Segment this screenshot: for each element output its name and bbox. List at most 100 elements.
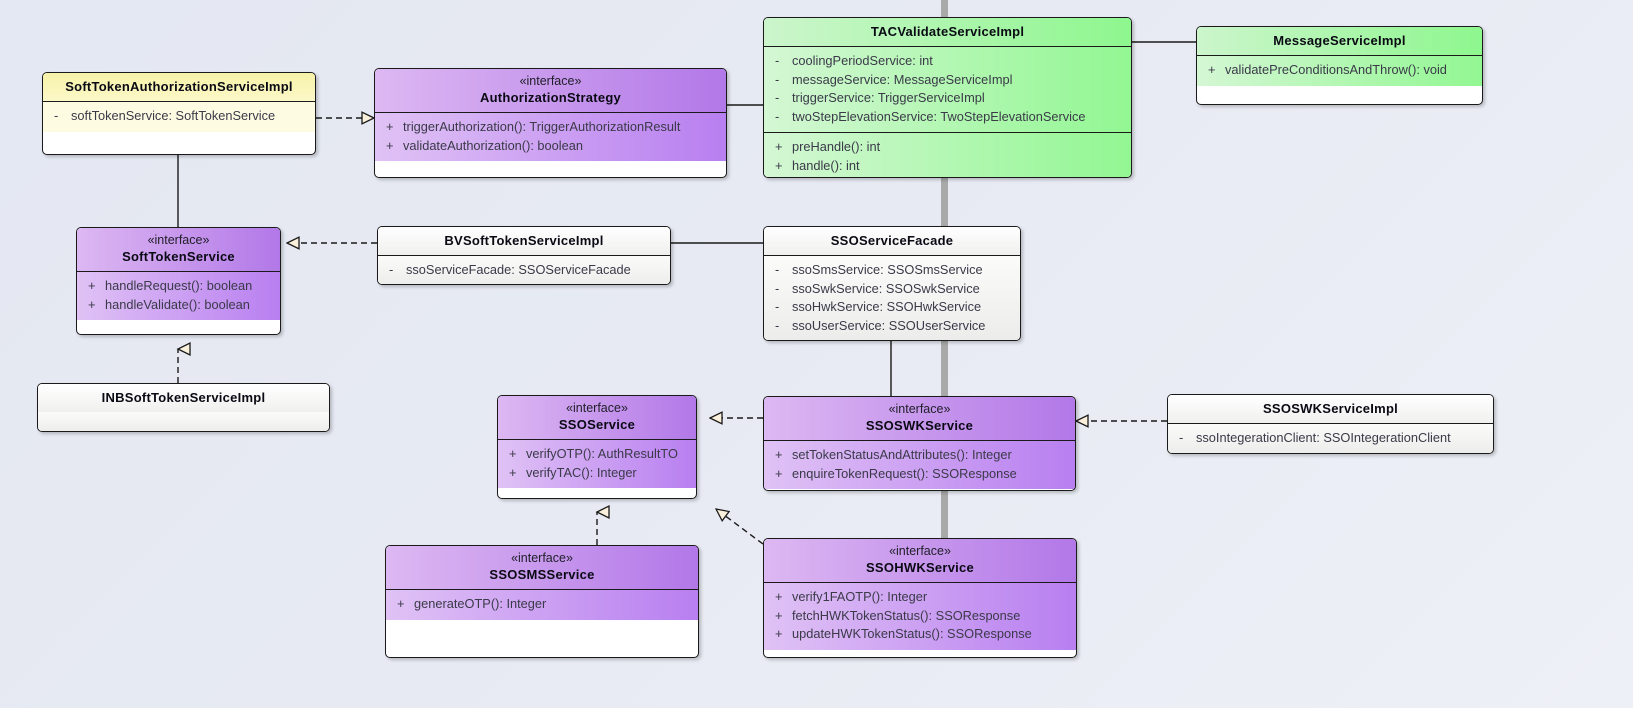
attribute-text: triggerService: TriggerServiceImpl: [792, 90, 985, 106]
visibility-marker: -: [775, 53, 780, 68]
attributes-section: - coolingPeriodService: int - messageSer…: [764, 47, 1131, 133]
operations-section: + verifyOTP(): AuthResultTO + verifyTAC(…: [498, 440, 696, 489]
attribute-row: - ssoSmsService: SSOSmsService: [770, 261, 1014, 280]
operation-text: verifyTAC(): Integer: [526, 464, 637, 480]
class-box-bv-soft-token-service-impl[interactable]: BVSoftTokenServiceImpl - ssoServiceFacad…: [377, 226, 671, 285]
attribute-text: ssoUserService: SSOUserService: [792, 317, 986, 333]
visibility-marker: +: [88, 278, 96, 293]
class-box-sso-swk-service[interactable]: «interface» SSOSWKService + setTokenStat…: [763, 396, 1076, 491]
attribute-text: ssoServiceFacade: SSOServiceFacade: [406, 262, 631, 277]
class-box-tac-validate-service-impl[interactable]: TACValidateServiceImpl - coolingPeriodSe…: [763, 17, 1132, 178]
class-header: «interface» SSOService: [498, 396, 696, 440]
operation-row: + verifyTAC(): Integer: [504, 464, 690, 483]
attribute-text: ssoIntegerationClient: SSOIntegerationCl…: [1196, 430, 1451, 445]
operation-row: + triggerAuthorization(): TriggerAuthori…: [381, 118, 720, 137]
class-box-sso-swk-service-impl[interactable]: SSOSWKServiceImpl - ssoIntegerationClien…: [1167, 394, 1494, 454]
attributes-section: - ssoServiceFacade: SSOServiceFacade: [378, 256, 670, 284]
visibility-marker: -: [54, 108, 59, 123]
class-name: AuthorizationStrategy: [479, 90, 622, 105]
attribute-text: messageService: MessageServiceImpl: [792, 71, 1013, 87]
attributes-section: - softTokenService: SoftTokenService: [43, 102, 315, 132]
visibility-marker: -: [775, 262, 780, 277]
class-name: SSOSWKServiceImpl: [1262, 401, 1399, 416]
operations-section: + validatePreConditionsAndThrow(): void: [1197, 56, 1482, 86]
visibility-marker: +: [397, 596, 405, 611]
attribute-text: ssoSmsService: SSOSmsService: [792, 262, 983, 277]
attribute-text: coolingPeriodService: int: [792, 53, 933, 68]
class-box-sso-service-facade[interactable]: SSOServiceFacade - ssoSmsService: SSOSms…: [763, 226, 1021, 341]
visibility-marker: +: [775, 139, 783, 155]
attribute-text: ssoSwkService: SSOSwkService: [792, 280, 980, 296]
class-header: MessageServiceImpl: [1197, 27, 1482, 56]
attributes-section: [38, 412, 329, 431]
operation-text: updateHWKTokenStatus(): SSOResponse: [792, 626, 1032, 642]
operation-text: validateAuthorization(): boolean: [403, 137, 583, 153]
operation-row: + handleValidate(): boolean: [83, 296, 274, 315]
visibility-marker: -: [775, 108, 780, 124]
class-name: SSOSWKService: [865, 418, 974, 433]
operations-section: + setTokenStatusAndAttributes(): Integer…: [764, 441, 1075, 490]
visibility-marker: -: [775, 90, 780, 106]
class-header: SoftTokenAuthorizationServiceImpl: [43, 73, 315, 102]
attributes-section: - ssoSmsService: SSOSmsService - ssoSwkS…: [764, 256, 1020, 340]
visibility-marker: +: [775, 607, 783, 623]
class-header: «interface» SSOHWKService: [764, 539, 1076, 583]
visibility-marker: -: [775, 71, 780, 87]
visibility-marker: +: [386, 137, 394, 153]
attribute-row: - ssoServiceFacade: SSOServiceFacade: [384, 261, 664, 280]
class-stereotype: «interface»: [888, 402, 951, 416]
class-header: INBSoftTokenServiceImpl: [38, 384, 329, 412]
class-name: TACValidateServiceImpl: [870, 24, 1025, 39]
operation-text: handle(): int: [792, 157, 860, 173]
operations-section: + handleRequest(): boolean + handleValid…: [77, 272, 280, 321]
visibility-marker: -: [1179, 430, 1184, 445]
operation-row: + updateHWKTokenStatus(): SSOResponse: [770, 625, 1070, 644]
class-header: BVSoftTokenServiceImpl: [378, 227, 670, 256]
visibility-marker: +: [509, 446, 517, 461]
class-box-inb-soft-token-service-impl[interactable]: INBSoftTokenServiceImpl: [37, 383, 330, 432]
operation-row: + validatePreConditionsAndThrow(): void: [1203, 61, 1476, 80]
operation-text: generateOTP(): Integer: [414, 596, 547, 611]
attribute-row: - twoStepElevationService: TwoStepElevat…: [770, 108, 1125, 127]
operations-section: + preHandle(): int + handle(): int: [764, 132, 1131, 177]
attribute-row: - ssoHwkService: SSOHwkService: [770, 298, 1014, 317]
operation-row: + verifyOTP(): AuthResultTO: [504, 445, 690, 464]
visibility-marker: +: [775, 465, 783, 481]
class-name: SSOServiceFacade: [830, 233, 954, 248]
class-name: SSOService: [558, 417, 636, 432]
class-name: INBSoftTokenServiceImpl: [101, 390, 266, 405]
attribute-row: - ssoIntegerationClient: SSOIntegeration…: [1174, 429, 1487, 448]
operations-section: + generateOTP(): Integer: [386, 590, 698, 620]
class-name: SoftTokenAuthorizationServiceImpl: [65, 79, 293, 94]
class-box-message-service-impl[interactable]: MessageServiceImpl + validatePreConditio…: [1196, 26, 1483, 105]
operation-text: fetchHWKTokenStatus(): SSOResponse: [792, 607, 1021, 623]
operation-text: handleValidate(): boolean: [105, 296, 250, 312]
connector-ssohwkservice-to-ssoservice: [716, 509, 764, 545]
attribute-row: - messageService: MessageServiceImpl: [770, 71, 1125, 90]
operation-row: + handleRequest(): boolean: [83, 277, 274, 296]
operation-text: verifyOTP(): AuthResultTO: [526, 446, 678, 461]
class-header: SSOServiceFacade: [764, 227, 1020, 256]
operation-text: enquireTokenRequest(): SSOResponse: [792, 465, 1017, 481]
class-box-soft-token-service[interactable]: «interface» SoftTokenService + handleReq…: [76, 227, 281, 335]
attribute-text: ssoHwkService: SSOHwkService: [792, 299, 982, 315]
operations-section: + triggerAuthorization(): TriggerAuthori…: [375, 113, 726, 162]
class-stereotype: «interface»: [889, 544, 951, 558]
class-box-authorization-strategy[interactable]: «interface» AuthorizationStrategy + trig…: [374, 68, 727, 178]
operation-text: validatePreConditionsAndThrow(): void: [1225, 62, 1447, 77]
class-box-sso-sms-service[interactable]: «interface» SSOSMSService + generateOTP(…: [385, 545, 699, 658]
operation-row: + validateAuthorization(): boolean: [381, 137, 720, 156]
class-box-sso-hwk-service[interactable]: «interface» SSOHWKService + verify1FAOTP…: [763, 538, 1077, 658]
visibility-marker: +: [775, 157, 783, 173]
class-box-soft-token-authorization-service-impl[interactable]: SoftTokenAuthorizationServiceImpl - soft…: [42, 72, 316, 155]
attribute-text: softTokenService: SoftTokenService: [71, 108, 276, 123]
attributes-section: - ssoIntegerationClient: SSOIntegeration…: [1168, 424, 1493, 453]
class-box-sso-service[interactable]: «interface» SSOService + verifyOTP(): Au…: [497, 395, 697, 499]
operation-text: preHandle(): int: [792, 139, 881, 155]
class-header: SSOSWKServiceImpl: [1168, 395, 1493, 424]
attribute-row: - ssoUserService: SSOUserService: [770, 317, 1014, 336]
attribute-row: - softTokenService: SoftTokenService: [49, 107, 309, 126]
visibility-marker: -: [775, 317, 780, 333]
visibility-marker: +: [1208, 62, 1216, 77]
